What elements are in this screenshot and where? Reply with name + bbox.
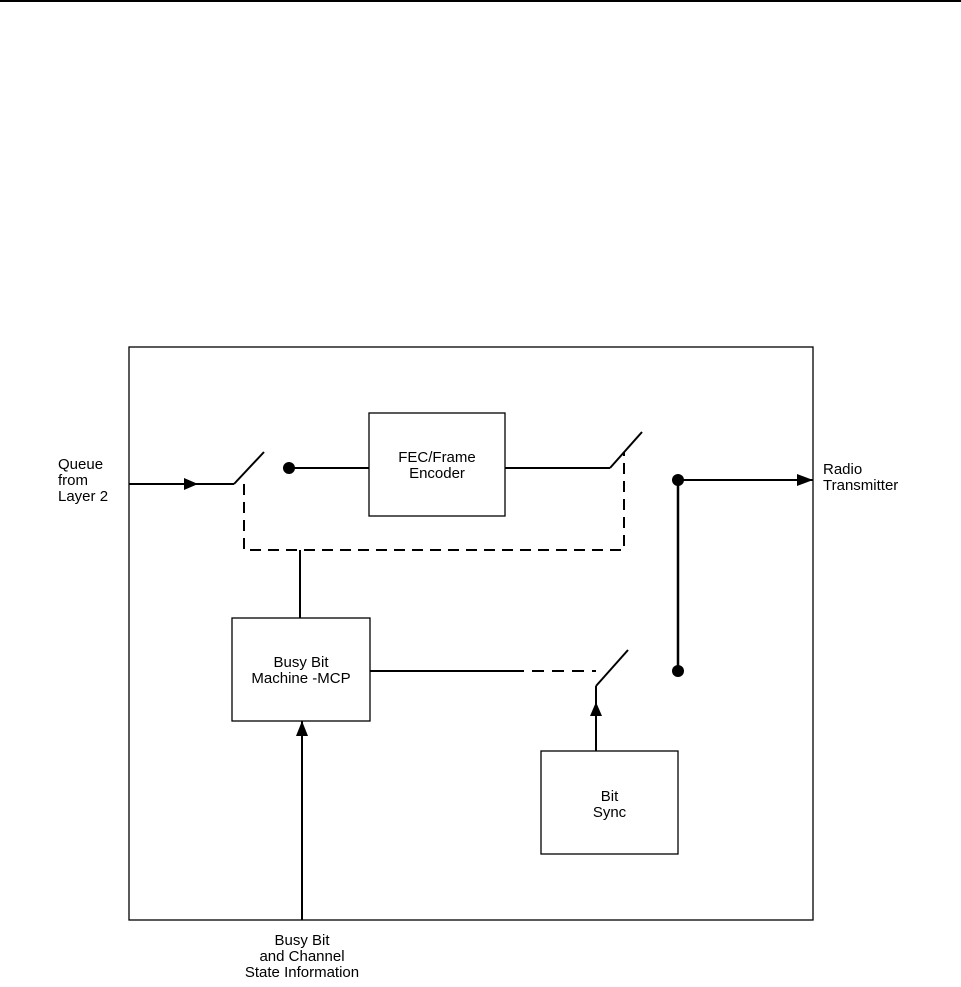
queue-label-line3: Layer 2 xyxy=(58,488,109,505)
radio-transmitter-label-line2: Transmitter xyxy=(823,477,899,494)
radio-output-arrow xyxy=(797,474,813,486)
bit-sync-label-line2: Sync xyxy=(592,804,627,821)
fec-encoder-box xyxy=(368,412,506,517)
radio-transmitter-label: Radio Transmitter xyxy=(823,462,898,494)
busy-info-input-arrow xyxy=(296,721,308,736)
fec-encoder-label-line1: FEC/Frame xyxy=(398,449,476,466)
bit-sync-label: Bit Sync xyxy=(541,789,678,821)
queue-input-arrow xyxy=(184,478,198,490)
queue-label-line1: Queue xyxy=(58,456,104,473)
queue-label-line2: from xyxy=(58,472,88,489)
output-switch-blade xyxy=(609,431,643,469)
top-rule xyxy=(0,0,961,2)
sync-switch-blade xyxy=(595,649,629,687)
busy-bit-machine-label-line1: Busy Bit xyxy=(273,654,329,671)
bit-sync-label-line1: Bit xyxy=(600,788,619,805)
busy-info-label: Busy Bit and Channel State Information xyxy=(222,933,382,981)
busy-info-label-line3: State Information xyxy=(244,964,360,981)
bit-sync-output-arrow xyxy=(590,702,602,716)
enclosure-box xyxy=(128,346,814,921)
fec-encoder-label: FEC/Frame Encoder xyxy=(369,450,505,482)
input-switch-blade xyxy=(233,451,265,485)
busy-bit-machine-label: Busy Bit Machine -MCP xyxy=(232,655,370,687)
fec-encoder-label-line2: Encoder xyxy=(409,465,465,482)
busy-bit-machine-label-line2: Machine -MCP xyxy=(251,670,351,687)
control-linkage-dashed xyxy=(243,452,625,551)
bit-sync-box xyxy=(540,750,679,855)
queue-label: Queue from Layer 2 xyxy=(58,457,108,505)
radio-transmitter-label-line1: Radio xyxy=(823,461,863,478)
busy-info-label-line2: and Channel xyxy=(259,948,345,965)
busy-info-label-line1: Busy Bit xyxy=(274,932,330,949)
